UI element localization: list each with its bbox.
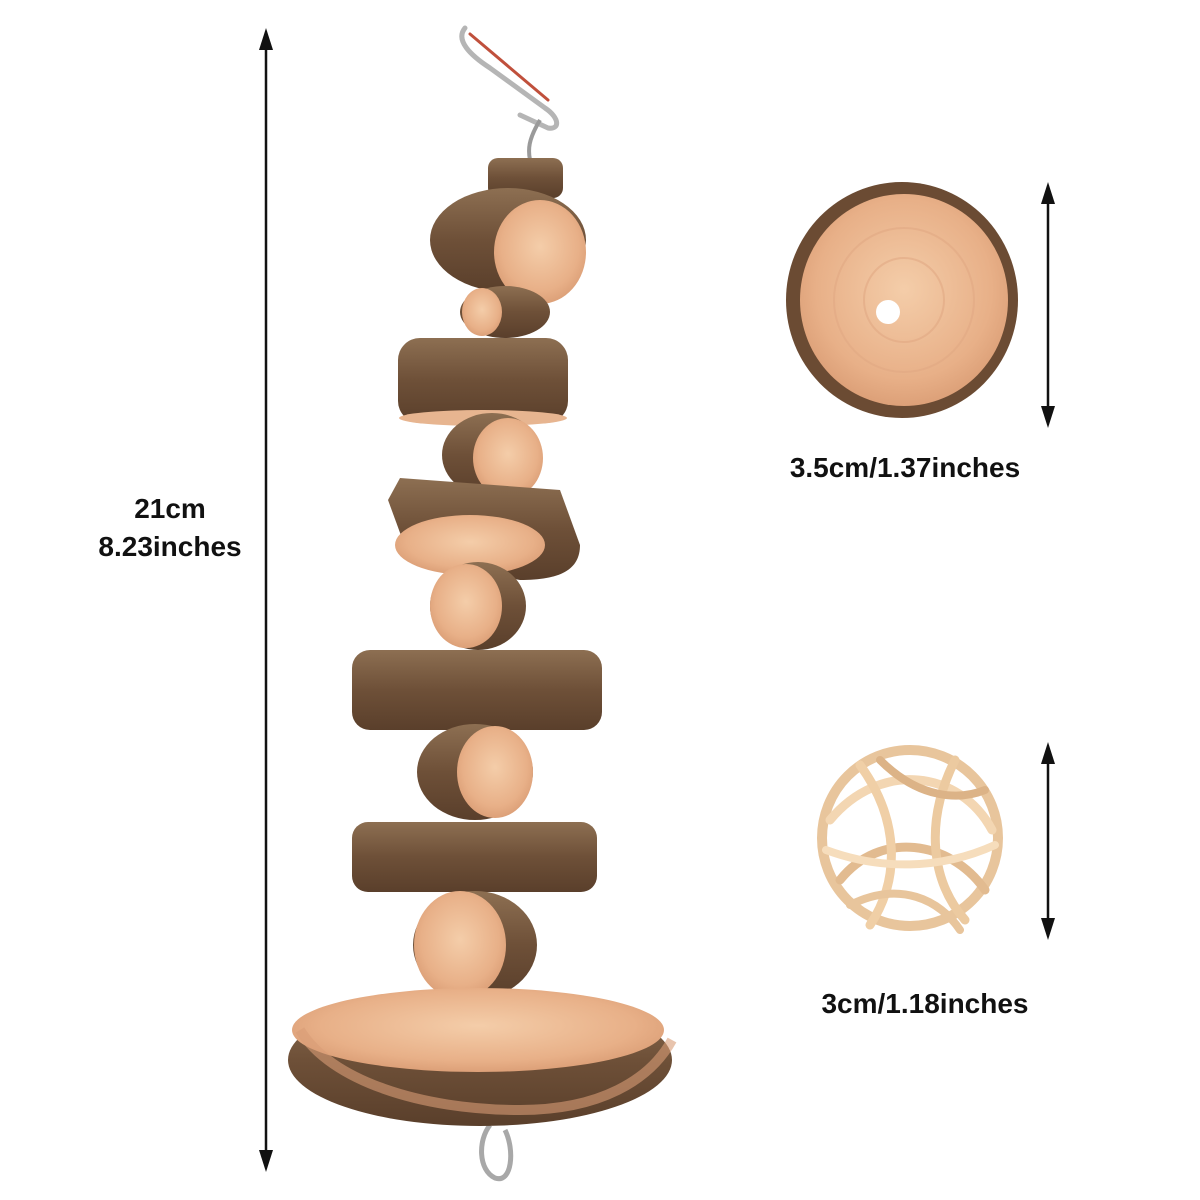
wood-chew-stack [288, 158, 677, 1126]
metal-hook [459, 25, 560, 161]
wood-slice-sample [786, 182, 1018, 418]
total-length-cm: 21cm [134, 493, 206, 524]
bottom-hook [479, 1123, 514, 1182]
ball-diameter-label: 3cm/1.18inches [821, 988, 1029, 1019]
slice-diameter-arrow [1041, 182, 1055, 428]
total-length-arrow [259, 28, 273, 1172]
total-length-in: 8.23inches [98, 531, 242, 562]
total-length-label: 21cm 8.23inches [70, 490, 270, 566]
slice-diameter-label: 3.5cm/1.37inches [789, 452, 1021, 483]
rattan-ball-sample [817, 745, 1003, 934]
ball-diameter-arrow [1041, 742, 1055, 940]
